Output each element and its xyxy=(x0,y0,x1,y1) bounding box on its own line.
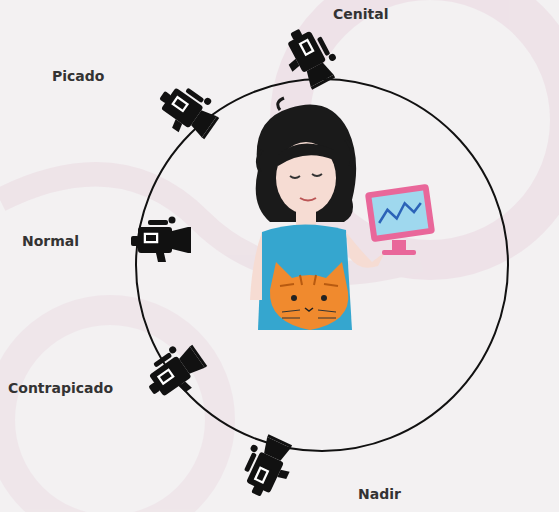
orbit-circle xyxy=(136,79,508,451)
angle-label: Contrapicado xyxy=(8,380,113,396)
camera-icon xyxy=(137,336,212,408)
angle-label: Cenital xyxy=(333,6,388,22)
angle-label: Picado xyxy=(52,68,104,84)
angle-label: Nadir xyxy=(358,486,401,502)
girl-with-cat-figure xyxy=(250,98,435,330)
camera-icon xyxy=(234,430,301,504)
camera-icon xyxy=(150,75,225,147)
camera-icon xyxy=(131,217,191,263)
camera-icon xyxy=(276,20,344,94)
angle-label: Normal xyxy=(22,233,79,249)
